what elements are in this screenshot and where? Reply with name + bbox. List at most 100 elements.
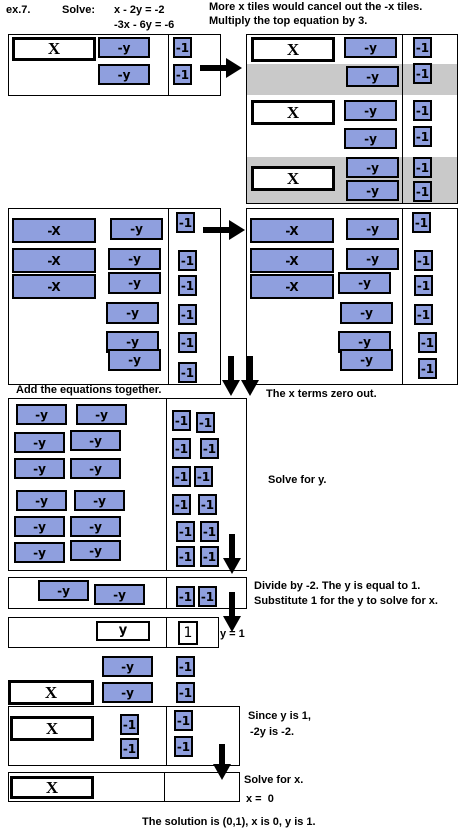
neg-one-tile: -1 (200, 438, 219, 459)
mat-divider (402, 208, 403, 385)
x-tile: X (12, 37, 96, 61)
neg-one-tile: -1 (418, 358, 437, 379)
caption-y-equals: y = 1 (220, 628, 245, 640)
neg-one-tile: -1 (418, 332, 437, 353)
neg-x-tile: -X (250, 274, 334, 299)
neg-one-tile: -1 (178, 304, 197, 325)
neg-y-tile: -y (14, 458, 65, 479)
neg-y-tile: -y (14, 542, 65, 563)
neg-one-tile: -1 (196, 412, 215, 433)
y-tile: y (96, 621, 150, 641)
neg-y-tile: -y (108, 248, 161, 270)
mat-divider (402, 34, 403, 204)
neg-y-tile: -y (346, 180, 399, 201)
neg-one-tile: -1 (178, 275, 197, 296)
example-label: ex.7. (6, 4, 31, 16)
neg-one-tile: -1 (174, 736, 193, 757)
note-line-2: Multiply the top equation by 3. (209, 15, 368, 27)
neg-one-tile: -1 (120, 714, 139, 735)
mat-divider (166, 398, 167, 571)
neg-one-tile: -1 (194, 466, 213, 487)
neg-one-tile: -1 (176, 656, 195, 677)
arrow-down-icon (223, 534, 241, 574)
neg-y-tile: -y (338, 272, 391, 294)
caption-since-line-2: -2y is -2. (250, 726, 295, 738)
neg-one-tile: -1 (120, 738, 139, 759)
caption-x-zero: The x terms zero out. (266, 388, 377, 400)
neg-y-tile: -y (102, 656, 153, 677)
neg-y-tile: -y (346, 157, 399, 178)
mat-tripled (246, 34, 458, 204)
mat-sum (8, 398, 247, 571)
neg-y-tile: -y (70, 540, 121, 561)
equation-2: -3x - 6y = -6 (114, 19, 175, 31)
x-tile: X (251, 37, 335, 62)
neg-one-tile: -1 (200, 546, 219, 567)
x-tile: X (251, 100, 335, 125)
caption-x-equals: x = 0 (246, 793, 274, 805)
x-tile: X (10, 776, 94, 799)
neg-y-tile: -y (76, 404, 127, 425)
neg-one-tile: -1 (200, 521, 219, 542)
neg-one-tile: -1 (414, 250, 433, 271)
neg-y-tile: -y (108, 349, 161, 371)
x-tile: X (10, 716, 94, 741)
neg-y-tile: -y (70, 458, 121, 479)
neg-y-tile: -y (110, 218, 163, 240)
neg-one-tile: -1 (414, 304, 433, 325)
neg-x-tile: -X (12, 218, 96, 243)
neg-one-tile: -1 (198, 494, 217, 515)
one-tile: 1 (178, 621, 198, 645)
neg-y-tile: -y (106, 302, 159, 324)
neg-one-tile: -1 (172, 438, 191, 459)
neg-y-tile: -y (102, 682, 153, 703)
neg-one-tile: -1 (173, 37, 192, 58)
neg-x-tile: -X (12, 248, 96, 273)
mat-second-eq-copy (246, 208, 458, 385)
x-tile: X (8, 680, 94, 705)
neg-y-tile: -y (14, 516, 65, 537)
neg-y-tile: -y (70, 516, 121, 537)
caption-since-line-1: Since y is 1, (248, 710, 311, 722)
neg-one-tile: -1 (414, 275, 433, 296)
arrow-right-icon (200, 58, 242, 78)
mat-divider (166, 577, 167, 609)
neg-y-tile: -y (344, 37, 397, 58)
neg-y-tile: -y (346, 248, 399, 270)
caption-solve-y: Solve for y. (268, 474, 327, 486)
mat-divider (168, 208, 169, 385)
mat-divider (164, 772, 165, 802)
neg-y-tile: -y (346, 218, 399, 240)
neg-y-tile: -y (340, 302, 393, 324)
neg-y-tile: -y (16, 490, 67, 511)
solve-label: Solve: (62, 4, 96, 16)
caption-solution: The solution is (0,1), x is 0, y is 1. (142, 816, 316, 828)
caption-solve-x: Solve for x. (244, 774, 304, 786)
neg-one-tile: -1 (413, 63, 432, 84)
caption-add-equations: Add the equations together. (16, 384, 162, 396)
neg-y-tile: -y (14, 432, 65, 453)
neg-y-tile: -y (98, 37, 150, 58)
neg-one-tile: -1 (413, 100, 432, 121)
arrow-right-icon (203, 220, 245, 240)
mat-divider (166, 706, 167, 766)
equation-1: x - 2y = -2 (114, 4, 165, 16)
neg-one-tile: -1 (172, 466, 191, 487)
mat-second-eq (8, 208, 221, 385)
neg-y-tile: -y (340, 349, 393, 371)
neg-one-tile: -1 (412, 212, 431, 233)
neg-one-tile: -1 (173, 64, 192, 85)
neg-one-tile: -1 (176, 212, 195, 233)
neg-one-tile: -1 (178, 362, 197, 383)
neg-one-tile: -1 (176, 586, 195, 607)
neg-y-tile: -y (108, 272, 161, 294)
neg-one-tile: -1 (172, 410, 191, 431)
neg-y-tile: -y (98, 64, 150, 85)
mat-divided (8, 577, 247, 609)
arrow-down-icon (222, 356, 240, 396)
arrow-down-icon (223, 592, 241, 632)
neg-one-tile: -1 (413, 37, 432, 58)
neg-one-tile: -1 (174, 710, 193, 731)
neg-x-tile: -X (250, 248, 334, 273)
neg-y-tile: -y (344, 100, 397, 121)
